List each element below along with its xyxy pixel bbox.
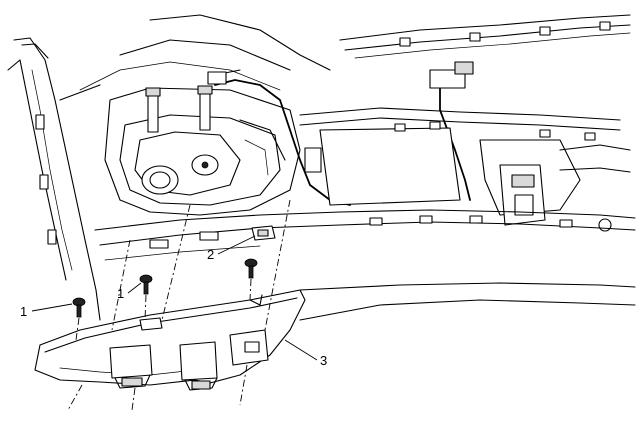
screw-fastener-center	[139, 274, 153, 295]
leader-line-1-center	[127, 282, 142, 294]
upper-body-lines	[59, 14, 631, 101]
fender-outline	[7, 37, 101, 321]
lower-fascia	[94, 209, 636, 321]
callout-1-left: 1	[20, 304, 27, 319]
wiring-harness	[207, 61, 474, 206]
headlamp-housing	[104, 85, 301, 216]
screw-fastener-left	[72, 297, 86, 318]
alignment-lines	[67, 199, 291, 411]
splash-shield-3	[34, 289, 306, 391]
callout-2: 2	[207, 247, 214, 262]
leader-line-2	[217, 235, 256, 255]
retainer-clip-2	[251, 225, 276, 241]
bumper-beam	[299, 107, 631, 232]
screw-fastener-right	[244, 258, 258, 279]
callout-3: 3	[320, 353, 327, 368]
leader-line-3	[284, 339, 318, 361]
callout-1-center: 1	[117, 286, 124, 301]
leader-line-1-left	[31, 303, 73, 312]
